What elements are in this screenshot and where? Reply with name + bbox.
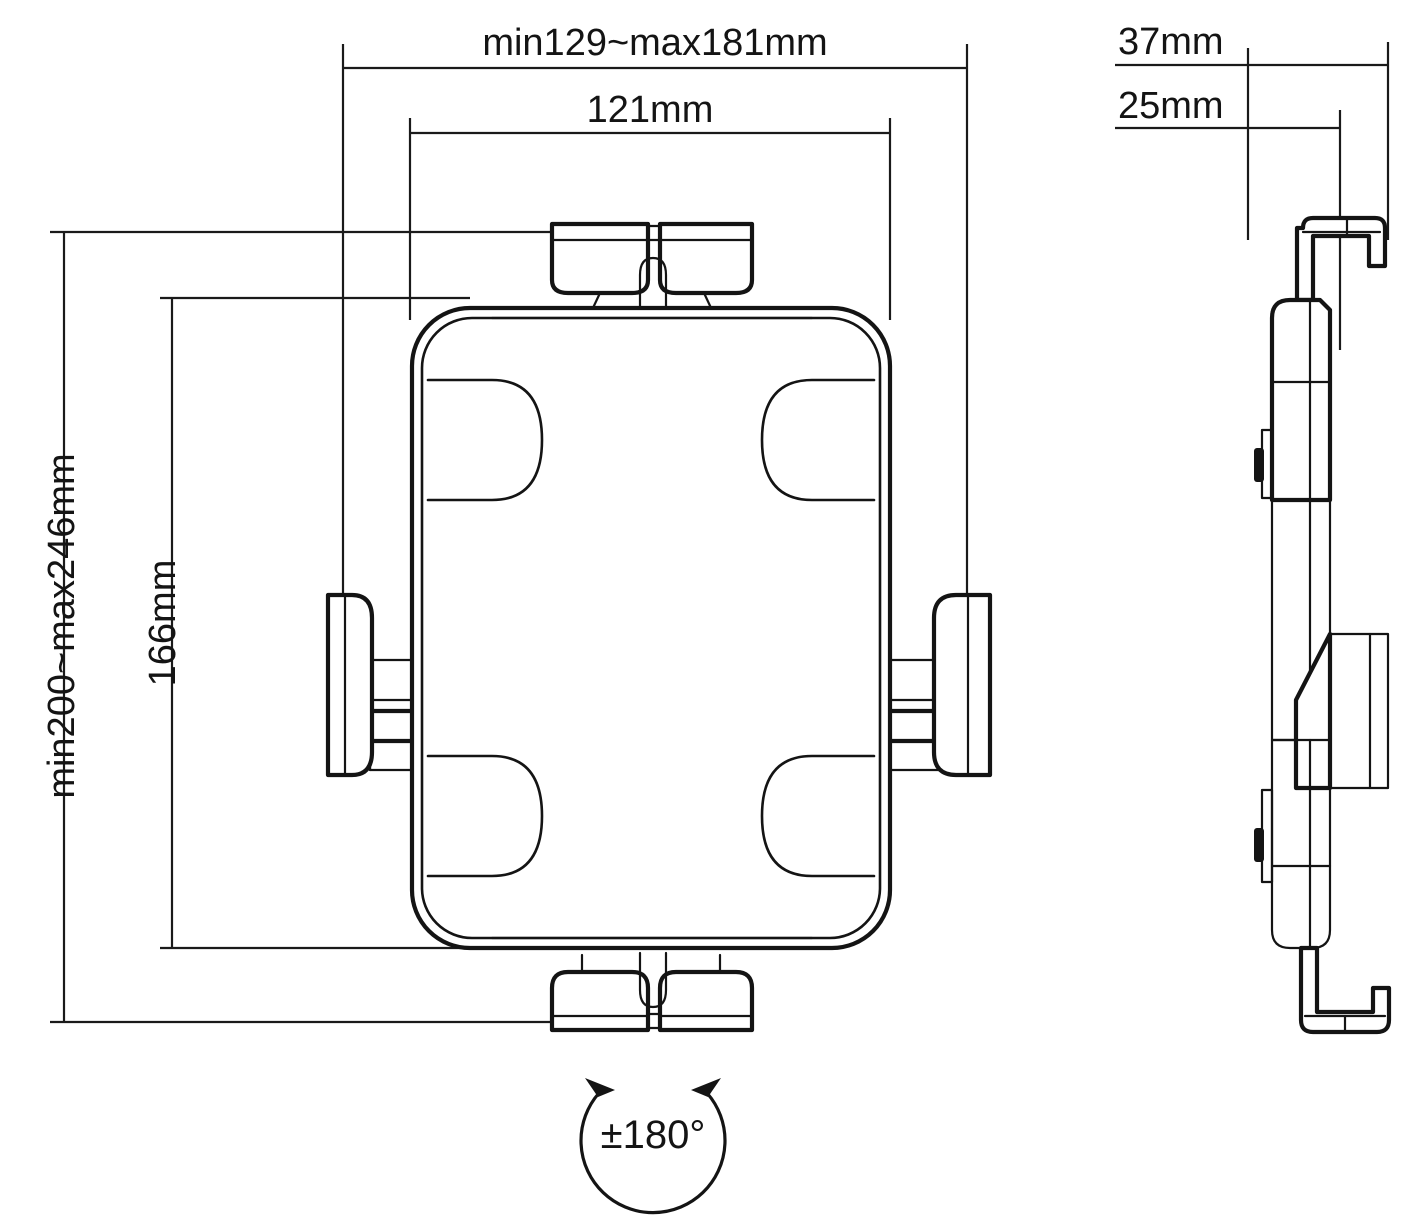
side-button-upper-glyph (1254, 448, 1264, 482)
side-top-hook (1294, 215, 1388, 303)
holder-body (409, 305, 893, 951)
side-button-lower (1254, 788, 1274, 884)
dimension-overall-width (341, 44, 969, 608)
corner-pad-top-left (426, 378, 544, 502)
dimension-overall-height (50, 230, 570, 1024)
dimension-holder-height (160, 296, 470, 950)
bottom-clamp-knob (549, 951, 755, 1033)
rotation-symbol (579, 1078, 727, 1215)
left-clamp-pad (325, 592, 375, 778)
dimension-holder-width (408, 118, 892, 320)
side-upper-body (1269, 297, 1333, 503)
top-clamp-knob (549, 221, 755, 314)
right-clamp-pad (931, 592, 993, 778)
side-button-upper (1254, 428, 1274, 500)
side-bottom-hook (1298, 945, 1392, 1035)
corner-pad-bottom-left (426, 754, 544, 878)
rotation-arrow-right (691, 1078, 721, 1097)
side-button-lower-glyph (1254, 828, 1264, 862)
rotation-arrow-left (585, 1078, 615, 1097)
corner-pad-top-right (760, 378, 876, 502)
corner-pad-bottom-right (760, 754, 876, 878)
dimension-overall-depth (1115, 42, 1390, 240)
